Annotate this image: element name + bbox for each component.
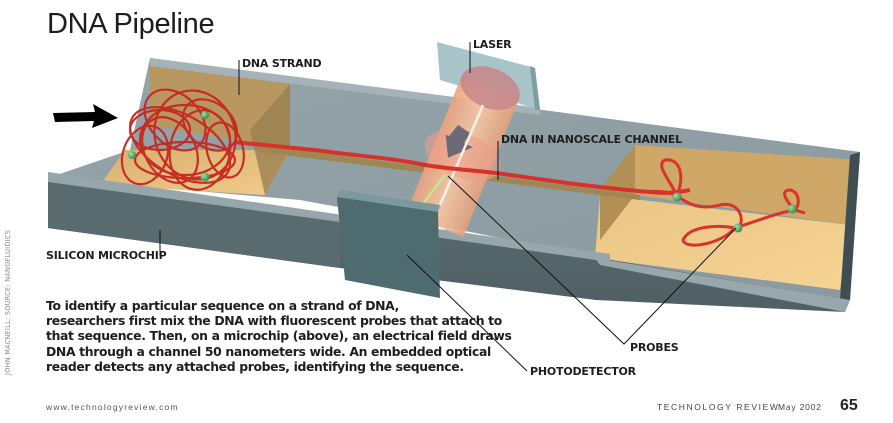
footer-date: May 2002: [778, 402, 822, 412]
right-well-back: [635, 145, 860, 225]
probe-bead: [200, 172, 210, 182]
label-laser: LASER: [473, 38, 512, 51]
label-dna-strand: DNA STRAND: [242, 57, 322, 70]
page-title: DNA Pipeline: [47, 8, 215, 40]
probe-bead: [672, 192, 682, 202]
leader-lines: [159, 42, 737, 372]
probe-bead: [128, 151, 136, 159]
label-silicon-microchip: SILICON MICROCHIP: [46, 249, 167, 262]
label-photodetector: PHOTODETECTOR: [530, 365, 636, 378]
caption-line: researchers first mix the DNA with fluor…: [46, 313, 502, 329]
photodetector-top: [337, 190, 440, 212]
label-probes: PROBES: [630, 341, 679, 354]
right-front-ledge: [595, 258, 850, 312]
laser-down-arrow-icon: [421, 104, 485, 206]
caption-line: that sequence. Then, on a microchip (abo…: [46, 328, 512, 344]
flow-right-arrow-icon: [53, 104, 118, 128]
label-dna-in-nanoscale-channel: DNA IN NANOSCALE CHANNEL: [501, 133, 682, 146]
footer-url[interactable]: www.technologyreview.com: [46, 402, 179, 412]
probe-bead: [733, 223, 743, 233]
caption-line: To identify a particular sequence on a s…: [46, 298, 400, 313]
left-front-side-dark: [48, 182, 340, 268]
caption-line: reader detects any attached probes, iden…: [46, 358, 464, 374]
caption: To identify a particular sequence on a s…: [46, 298, 512, 374]
dna-tangle: [120, 88, 245, 191]
page-number: 65: [840, 397, 858, 414]
photodetector-block: [337, 197, 440, 298]
illustration-credit: JOHN MACNEILL; SOURCE: NANOFLUIDICS: [3, 229, 12, 375]
probe-bead: [201, 111, 209, 119]
laser-block-side: [530, 66, 540, 110]
chip-front-ledge: [48, 172, 610, 262]
caption-line: DNA through a channel 50 nanometers wide…: [46, 343, 491, 359]
probe-bead: [787, 204, 797, 214]
footer-magazine: TECHNOLOGY REVIEW: [657, 402, 780, 412]
chip-back-edge: [150, 58, 540, 115]
left-well-slope: [250, 84, 290, 195]
right-end-wall: [840, 152, 860, 300]
